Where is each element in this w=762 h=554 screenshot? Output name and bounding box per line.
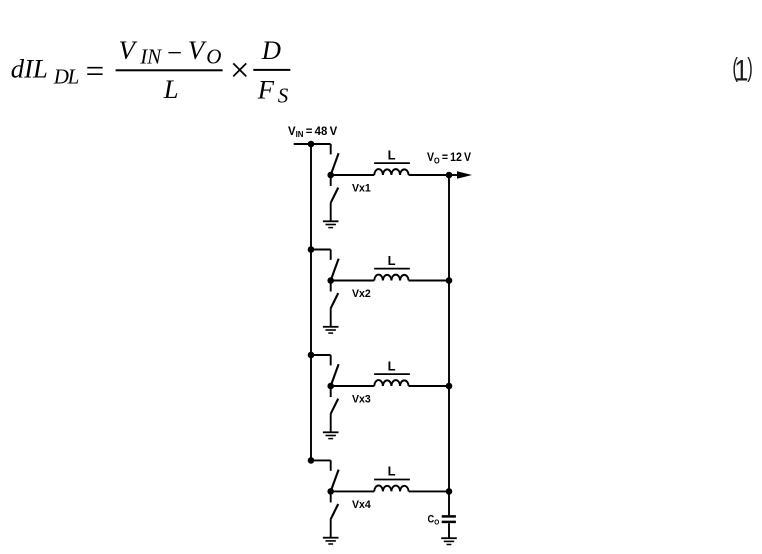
svg-text:Vx4: Vx4	[352, 499, 372, 511]
svg-text:V: V	[188, 35, 207, 65]
svg-text:L: L	[163, 74, 179, 104]
svg-text:L: L	[388, 358, 396, 373]
svg-text:−: −	[167, 38, 182, 68]
svg-text:V: V	[119, 35, 138, 65]
svg-text:1: 1	[734, 53, 748, 86]
svg-text:D: D	[261, 35, 281, 65]
svg-text:×: ×	[230, 51, 250, 90]
svg-text:Vx1: Vx1	[352, 182, 371, 194]
svg-text:F: F	[257, 74, 275, 104]
svg-text:L: L	[388, 464, 396, 479]
svg-text:Vx3: Vx3	[352, 393, 371, 405]
svg-text:=: =	[86, 54, 105, 90]
svg-text:CO: CO	[428, 514, 440, 527]
svg-text:dIL: dIL	[11, 54, 48, 84]
svg-text:VO = 12 V: VO = 12 V	[427, 151, 471, 165]
svg-text:(: (	[732, 52, 738, 82]
svg-text:L: L	[388, 147, 396, 162]
svg-text:S: S	[278, 84, 289, 108]
svg-text:L: L	[388, 253, 396, 268]
svg-text:VIN = 48 V: VIN = 48 V	[288, 125, 337, 140]
svg-text:Vx2: Vx2	[352, 288, 371, 300]
svg-text:): )	[747, 52, 753, 82]
svg-text:DL: DL	[53, 64, 79, 88]
svg-text:O: O	[206, 45, 221, 69]
svg-text:IN: IN	[139, 45, 162, 69]
